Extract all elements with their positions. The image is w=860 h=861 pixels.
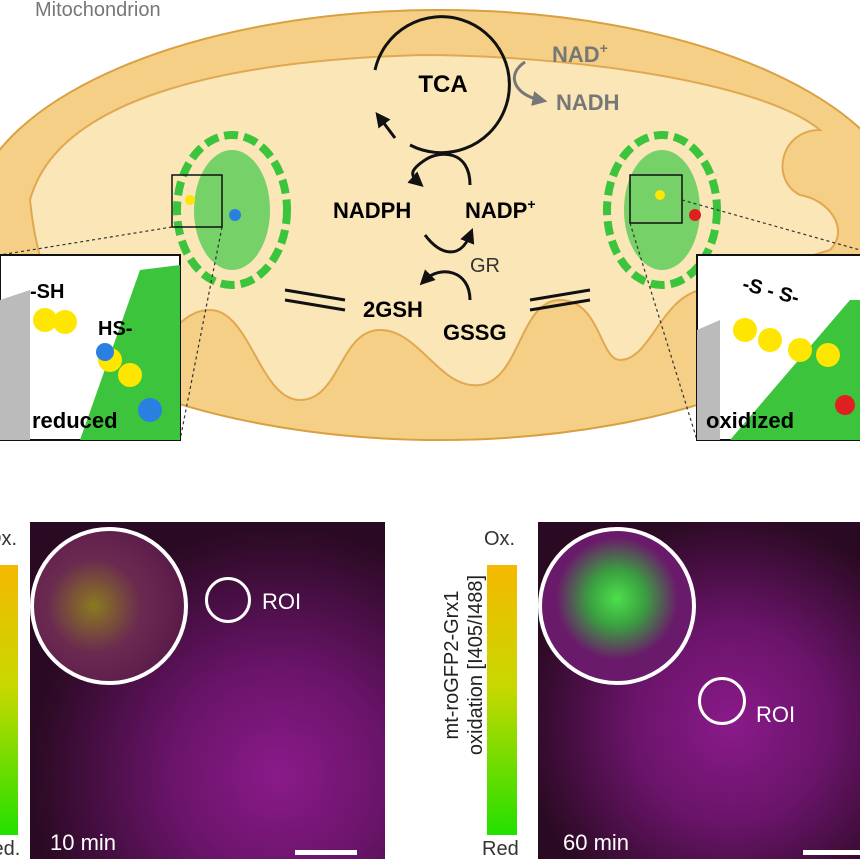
gssg-label: GSSG bbox=[443, 320, 507, 345]
micrograph-10min: ROI 10 min bbox=[30, 522, 385, 859]
oxidized-inset: -S - S- oxidized bbox=[696, 254, 860, 441]
roi-label: ROI bbox=[262, 589, 302, 614]
colorbar-left-top: Ox. bbox=[0, 528, 18, 550]
timestamp: 60 min bbox=[563, 830, 630, 855]
reduced-inset: -SH HS- reduced bbox=[0, 254, 181, 441]
colorbar-title-line2: oxidation [I405/I488] bbox=[465, 574, 487, 756]
reduced-sh2: HS- bbox=[98, 318, 132, 340]
gsh-label: 2GSH bbox=[363, 297, 423, 322]
colorbar-right-top: Ox. bbox=[484, 528, 516, 550]
equilibrium-arrows-right bbox=[529, 288, 591, 312]
reduced-state-label: reduced bbox=[32, 408, 118, 433]
mitochondrion-diagram: Mitochondrion TCA NAD+ NADH NADPH NADP+ … bbox=[0, 0, 860, 441]
roGFP-reduced-protein bbox=[171, 131, 291, 289]
colorbar-title-line1: mt-roGFP2-Grx1 bbox=[441, 590, 463, 740]
timestamp: 10 min bbox=[50, 830, 117, 855]
oxidized-state-label: oxidized bbox=[706, 408, 794, 433]
roi-magnified-circle bbox=[538, 527, 696, 685]
nadph-cycle: NADPH NADP+ GR 2GSH GSSG bbox=[284, 152, 591, 345]
scale-bar bbox=[295, 850, 357, 855]
compartment-label: Mitochondrion bbox=[35, 0, 161, 21]
colorbar-left bbox=[0, 565, 18, 835]
colorbar-right bbox=[487, 565, 517, 835]
zoom-guides bbox=[0, 199, 860, 441]
colorbar-title: mt-roGFP2-Grx1 oxidation [I405/I488] bbox=[440, 530, 488, 800]
svg-text:NAD+: NAD+ bbox=[552, 40, 608, 67]
nad-label: NAD bbox=[552, 42, 600, 67]
nadph-label: NADPH bbox=[333, 198, 411, 223]
roi-circle[interactable] bbox=[698, 677, 746, 725]
tca-label: TCA bbox=[418, 71, 467, 98]
equilibrium-arrows-left bbox=[284, 288, 346, 312]
nadp-plus-sup: + bbox=[527, 196, 535, 212]
reduced-sh1: -SH bbox=[30, 281, 64, 303]
roi-label: ROI bbox=[756, 702, 796, 727]
nadp-label: NADP bbox=[465, 198, 527, 223]
svg-text:NADP+: NADP+ bbox=[465, 196, 536, 223]
tca-cycle: TCA NAD+ NADH bbox=[373, 15, 620, 155]
nadh-label: NADH bbox=[556, 90, 620, 115]
roi-magnified-circle bbox=[30, 527, 188, 685]
gr-label: GR bbox=[470, 255, 500, 277]
colorbar-left-bottom: Red. bbox=[0, 838, 21, 860]
nad-plus-sup: + bbox=[600, 40, 608, 56]
colorbar-right-bottom: Red bbox=[482, 838, 519, 860]
scale-bar bbox=[803, 850, 860, 855]
micrograph-60min: ROI 60 min bbox=[538, 522, 860, 859]
roi-circle[interactable] bbox=[205, 577, 251, 623]
